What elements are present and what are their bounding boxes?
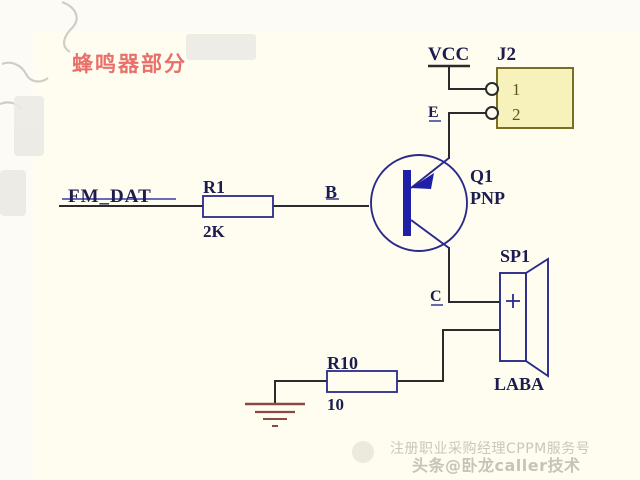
label-j2-pin-1: 1 (512, 80, 521, 99)
connector-j2-pin1-terminal (485, 82, 499, 96)
speaker-sp1-symbol (499, 257, 549, 378)
label-collector: C (430, 288, 442, 305)
connector-j2-symbol (485, 67, 574, 129)
page-title: 蜂鸣器部分 (72, 52, 187, 76)
label-r1-ref: R1 (203, 177, 225, 197)
label-q1-ref: Q1 (470, 166, 494, 186)
label-base: B (325, 182, 338, 202)
transistor-envelope (370, 154, 468, 252)
connector-j2-pin2-terminal (485, 106, 499, 120)
label-r10-value: 10 (327, 395, 344, 414)
label-j2-ref: J2 (497, 44, 516, 65)
connector-j2-body (496, 67, 574, 129)
speaker-body (499, 272, 527, 362)
ground-symbol (245, 402, 305, 427)
transistor-pnp-arrow (411, 173, 434, 189)
label-fmdat-net: FM_DAT (68, 186, 152, 207)
speaker-cone (525, 257, 549, 378)
label-sp1-ref: SP1 (500, 246, 531, 266)
label-r10-ref: R10 (327, 353, 358, 373)
resistor-r10-body (326, 370, 398, 393)
transistor-q1-symbol (370, 154, 468, 252)
label-sp1-name: LABA (494, 374, 545, 394)
watermark-logo-dot (352, 441, 374, 463)
transistor-collector-lead (410, 219, 450, 249)
transistor-emitter-lead (410, 157, 450, 189)
label-vcc: VCC (428, 44, 470, 65)
label-j2-pin-2: 2 (512, 105, 521, 124)
transistor-base-bar (403, 170, 411, 236)
resistor-r1-body (202, 195, 274, 218)
label-r1-value: 2K (203, 222, 225, 241)
label-q1-device: PNP (470, 188, 505, 208)
label-emitter: E (428, 104, 439, 121)
